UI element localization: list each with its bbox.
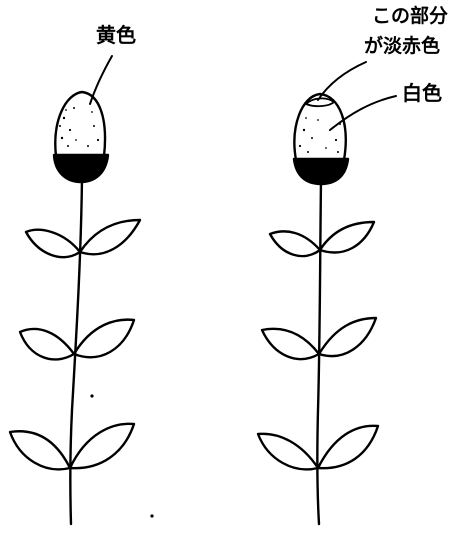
right-fruit-dots [299, 117, 341, 153]
left-leaf-upper-right [80, 220, 140, 254]
label-pale-red-line2: が淡赤色 [364, 34, 440, 57]
right-leaf-lower-left [258, 434, 318, 470]
left-leaf-middle-left [20, 329, 74, 359]
left-leaf-lower-left [10, 431, 70, 469]
right-cup [294, 159, 348, 184]
label-pale-red-line1: この部分 [372, 4, 448, 27]
label-yellow: 黄色 [96, 23, 136, 47]
label-white: 白色 [402, 81, 442, 105]
right-leaf-upper-right [320, 222, 374, 252]
left-leaf-lower-right [70, 424, 134, 468]
right-plant [258, 62, 396, 524]
left-cup [54, 155, 108, 182]
left-plant [10, 56, 140, 524]
stray-dot-1 [90, 394, 93, 397]
left-fruit [55, 92, 105, 156]
right-leaf-upper-left [270, 231, 320, 256]
right-fruit [294, 94, 345, 160]
left-leaf-upper-left [26, 230, 80, 257]
right-leaf-middle-right [319, 318, 376, 356]
left-fruit-dots [59, 107, 99, 147]
right-leaf-lower-right [318, 426, 378, 468]
stray-dot-2 [150, 514, 153, 517]
left-pointer [90, 56, 112, 104]
left-leaf-middle-right [74, 320, 134, 358]
right-leaf-middle-left [262, 329, 319, 359]
right-fruit-cap [306, 98, 334, 106]
